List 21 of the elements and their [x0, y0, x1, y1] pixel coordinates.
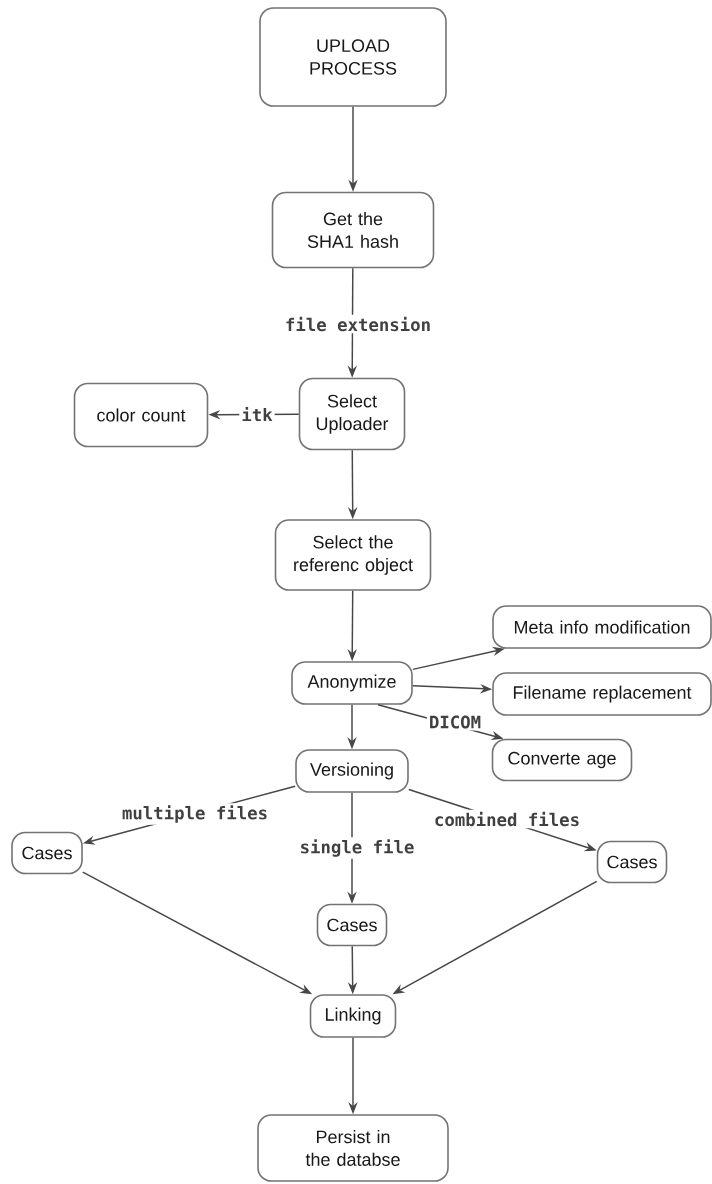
process-box: Linking [309, 994, 397, 1038]
process-box: Cases [11, 831, 83, 875]
edge-label: itk [239, 404, 275, 424]
process-box: Select Uploader [298, 377, 406, 451]
process-box: Select the referenc object [274, 519, 432, 591]
edge-label: combined files [431, 809, 583, 829]
process-box: color count [73, 382, 209, 448]
edge-label: file extension [282, 314, 434, 334]
process-box: Cases [596, 840, 668, 884]
process-box: Converte age [491, 738, 633, 782]
process-box: UPLOAD PROCESS [259, 7, 447, 107]
process-box: Meta info modification [492, 605, 712, 649]
process-box: Get the SHA1 hash [271, 191, 435, 269]
edge-label: single file [297, 837, 417, 859]
process-box: Filename replacement [492, 672, 712, 716]
process-box: Cases [316, 903, 388, 947]
edge-label: multiple files [119, 803, 271, 825]
process-box: Anonymize [291, 661, 413, 705]
edge-label: DICOM [426, 713, 484, 731]
process-box: Versioning [295, 749, 409, 793]
process-box: Persist in the databse [257, 1114, 449, 1182]
